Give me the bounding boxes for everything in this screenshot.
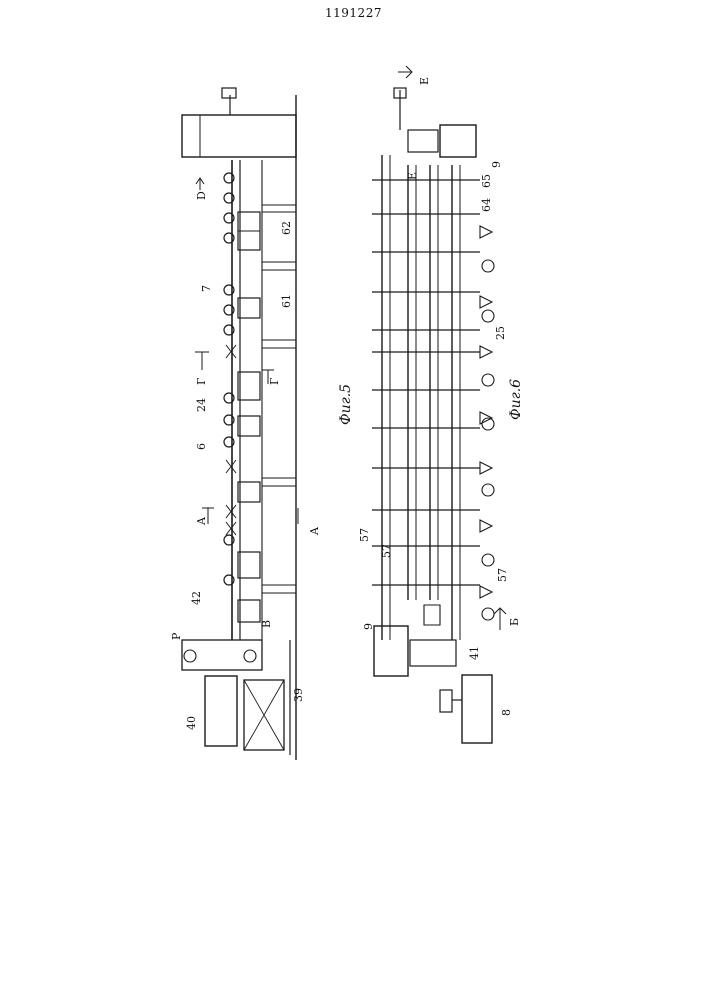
fig6-label-4: 65 bbox=[480, 174, 493, 188]
fig5-label-12: P bbox=[170, 632, 183, 640]
fig6-label-11: 9 bbox=[362, 623, 375, 630]
fig5-cross-braces bbox=[226, 345, 236, 535]
fig5-label-9: A bbox=[195, 516, 208, 526]
fig6-label-2: E bbox=[406, 172, 419, 180]
fig5-gear-units bbox=[238, 212, 260, 622]
fig5-label-4: 61 bbox=[280, 294, 293, 308]
fig6-label-6: 25 bbox=[494, 326, 507, 340]
fig5-label-5: Г bbox=[195, 378, 208, 385]
fig5-caption: Фиг.5 bbox=[338, 384, 354, 425]
fig6-label-12: 41 bbox=[468, 646, 481, 660]
fig5-support-legs bbox=[262, 205, 296, 593]
fig6-label-5: 64 bbox=[480, 198, 493, 212]
fig6-arrow-b bbox=[494, 608, 506, 630]
fig5-label-8: 6 bbox=[195, 443, 208, 450]
fig5-cylinder bbox=[205, 676, 237, 746]
fig6-cylinder bbox=[462, 675, 492, 743]
fig6-cross-bars bbox=[372, 180, 480, 585]
fig5-label-1: D bbox=[195, 191, 208, 200]
fig5-label-6: Г bbox=[268, 378, 281, 385]
fig6-top-motor bbox=[440, 125, 476, 157]
fig6-label-13: 8 bbox=[500, 709, 513, 716]
fig5-top-housing bbox=[182, 115, 296, 157]
fig5-label-13: B bbox=[260, 620, 273, 628]
fig6-label-7: 57 bbox=[358, 528, 371, 542]
fig6-caption: Фиг.6 bbox=[508, 379, 524, 420]
fig6-label-9: 57 bbox=[496, 568, 509, 582]
fig6-arrow-e bbox=[398, 66, 412, 78]
fig6-bottom-motor bbox=[374, 626, 408, 676]
fig5-label-7: 24 bbox=[195, 398, 208, 412]
fig6-rails bbox=[382, 155, 460, 640]
fig5-label-3: 7 bbox=[200, 285, 213, 292]
fig5-arrow-d bbox=[196, 178, 204, 190]
figure-5: D 62 7 61 Г Г 24 6 A A 42 P B 40 39 Фиг.… bbox=[170, 88, 354, 760]
fig5-label-15: 39 bbox=[292, 688, 305, 702]
fig5-bottom-drive bbox=[182, 640, 262, 670]
fig5-label-14: 40 bbox=[185, 716, 198, 730]
fig6-label-3: 9 bbox=[490, 161, 503, 168]
fig5-label-11: 42 bbox=[190, 591, 203, 605]
fig6-side-units bbox=[480, 226, 494, 620]
fig5-label-2: 62 bbox=[280, 221, 293, 235]
fig6-label-10: Б bbox=[508, 618, 521, 626]
figure-6: E E 9 65 64 25 57 57 57 Б 9 41 8 Фиг.6 bbox=[358, 66, 524, 743]
fig6-label-8: 57 bbox=[380, 544, 393, 558]
fig6-label-1: E bbox=[418, 77, 431, 85]
fig5-label-10: A bbox=[308, 526, 321, 536]
